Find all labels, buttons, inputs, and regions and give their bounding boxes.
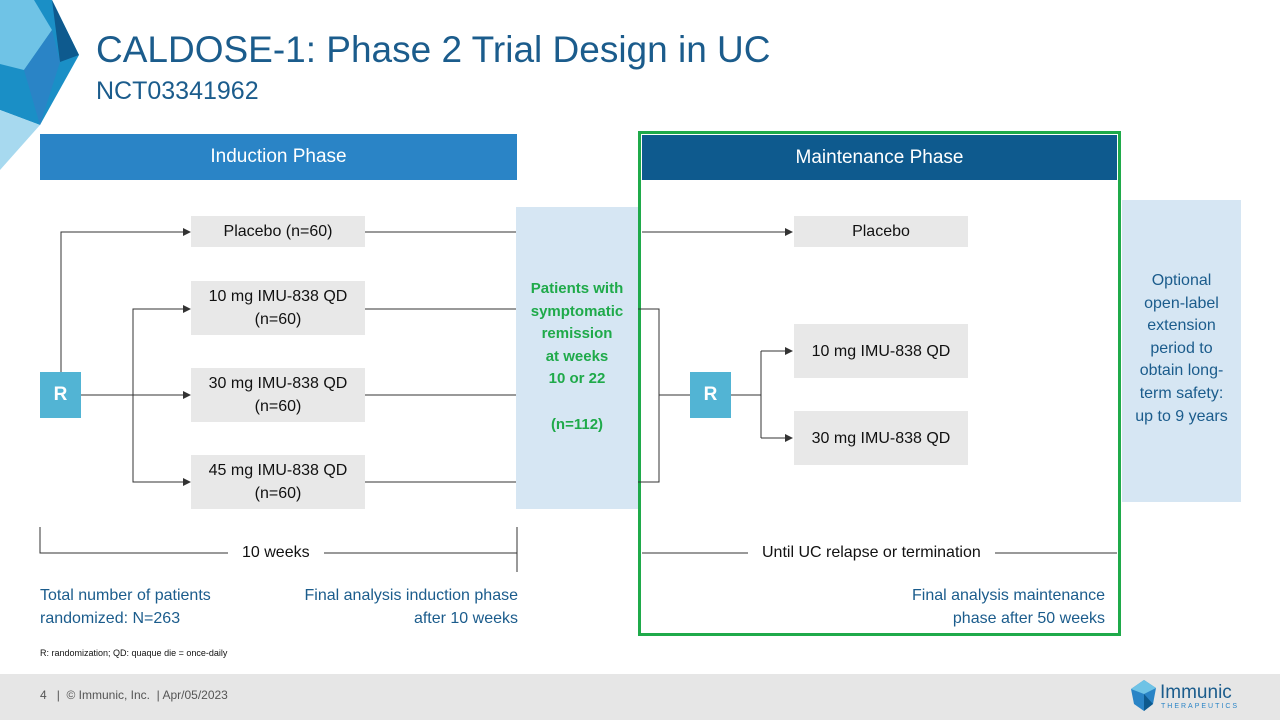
remission-line: 10 or 22 [516,368,638,391]
extension-line: up to 9 years [1122,406,1241,429]
extension-line: period to [1122,338,1241,361]
extension-line: term safety: [1122,383,1241,406]
remission-spacer [516,391,638,414]
extension-text: Optional open-label extension period to … [1122,270,1241,428]
arm-label: 45 mg IMU-838 QD [209,459,348,482]
remission-line: symptomatic [516,301,638,324]
arm-count: (n=60) [255,482,302,505]
arm-label: 30 mg IMU-838 QD [812,427,951,450]
maintenance-arm-30mg: 30 mg IMU-838 QD [794,411,968,465]
induction-duration-label: 10 weeks [228,543,324,563]
maintenance-arm-placebo: Placebo [794,216,968,247]
arm-label: Placebo (n=60) [224,220,333,243]
arm-label: 10 mg IMU-838 QD [812,340,951,363]
arm-count: (n=60) [255,308,302,331]
maintenance-final-analysis-note: Final analysis maintenance phase after 5… [860,584,1105,630]
induction-randomization-label: R [54,384,68,406]
extension-line: obtain long- [1122,360,1241,383]
remission-count: (n=112) [516,414,638,437]
arm-label: 10 mg IMU-838 QD [209,285,348,308]
extension-line: open-label [1122,293,1241,316]
remission-line: at weeks [516,346,638,369]
extension-line: extension [1122,315,1241,338]
arm-count: (n=60) [255,395,302,418]
remission-line: Patients with [516,278,638,301]
note-line: phase after 50 weeks [860,607,1105,630]
maintenance-arm-10mg: 10 mg IMU-838 QD [794,324,968,378]
maintenance-randomization-box: R [690,372,731,418]
arm-label: Placebo [852,220,910,243]
induction-arm-placebo: Placebo (n=60) [191,216,365,247]
remission-text: Patients with symptomatic remission at w… [516,278,638,436]
arm-label: 30 mg IMU-838 QD [209,372,348,395]
extension-line: Optional [1122,270,1241,293]
induction-arm-10mg: 10 mg IMU-838 QD (n=60) [191,281,365,335]
maintenance-duration-label: Until UC relapse or termination [748,543,995,563]
remission-line: remission [516,323,638,346]
induction-randomization-box: R [40,372,81,418]
induction-arm-45mg: 45 mg IMU-838 QD (n=60) [191,455,365,509]
induction-arm-30mg: 30 mg IMU-838 QD (n=60) [191,368,365,422]
note-line: Final analysis maintenance [860,584,1105,607]
maintenance-randomization-label: R [704,384,718,406]
